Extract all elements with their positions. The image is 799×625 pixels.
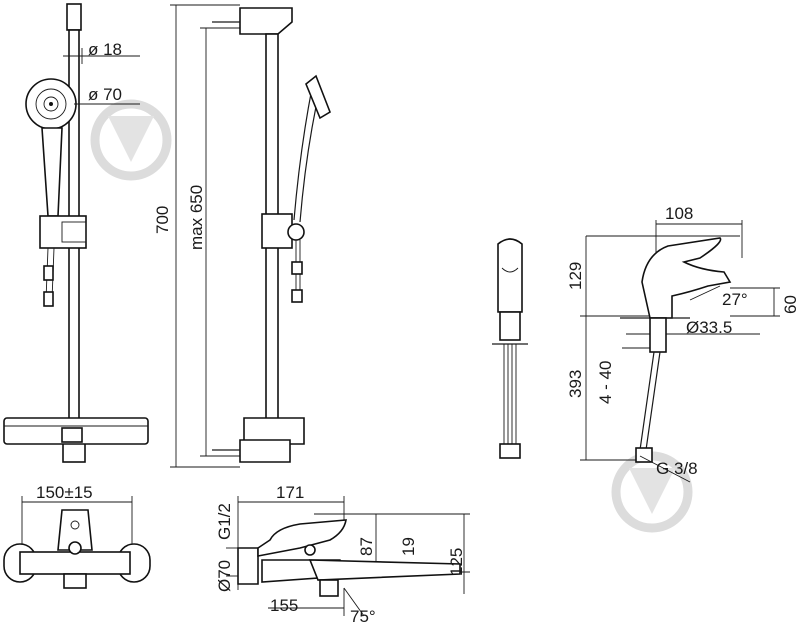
dim-connection-thread: G 3/8 xyxy=(656,459,698,478)
dim-head-diameter: ø 70 xyxy=(88,85,122,104)
dim-bath-depth: 171 xyxy=(276,483,304,502)
dim-hose-diameter: ø 18 xyxy=(88,40,122,59)
bath-mixer-front xyxy=(3,496,151,589)
dim-escutcheon-diameter: Ø70 xyxy=(215,560,234,592)
dim-inlet-thread: G1/2 xyxy=(215,503,234,540)
dim-spout-angle: 27° xyxy=(722,290,748,309)
shower-rail-side xyxy=(170,4,331,468)
dim-bar-length: 700 xyxy=(153,206,172,234)
dim-spout-offset: 60 xyxy=(781,295,799,314)
basin-mixer-front xyxy=(492,238,528,459)
dim-lever-height: 87 xyxy=(357,537,376,556)
dim-base-diameter: Ø33.5 xyxy=(686,318,732,337)
dim-outlet-drop: 19 xyxy=(399,537,418,556)
shower-rail-front xyxy=(3,3,149,463)
dim-spout-width: 108 xyxy=(665,204,693,223)
basin-mixer-side xyxy=(580,220,780,483)
dim-hose-length: 393 xyxy=(566,370,585,398)
dim-overall-height: 125 xyxy=(447,548,466,576)
dim-spout-reach: 155 xyxy=(270,596,298,615)
dim-slider-range: max 650 xyxy=(187,185,206,250)
dim-deck-thickness: 4 - 40 xyxy=(596,361,615,404)
dim-swivel-angle: 75° xyxy=(350,607,376,625)
bath-mixer-side xyxy=(226,496,470,617)
dim-wall-spacing: 150±15 xyxy=(36,483,93,502)
dim-body-height: 129 xyxy=(566,262,585,290)
watermark-logo-top xyxy=(90,99,172,181)
